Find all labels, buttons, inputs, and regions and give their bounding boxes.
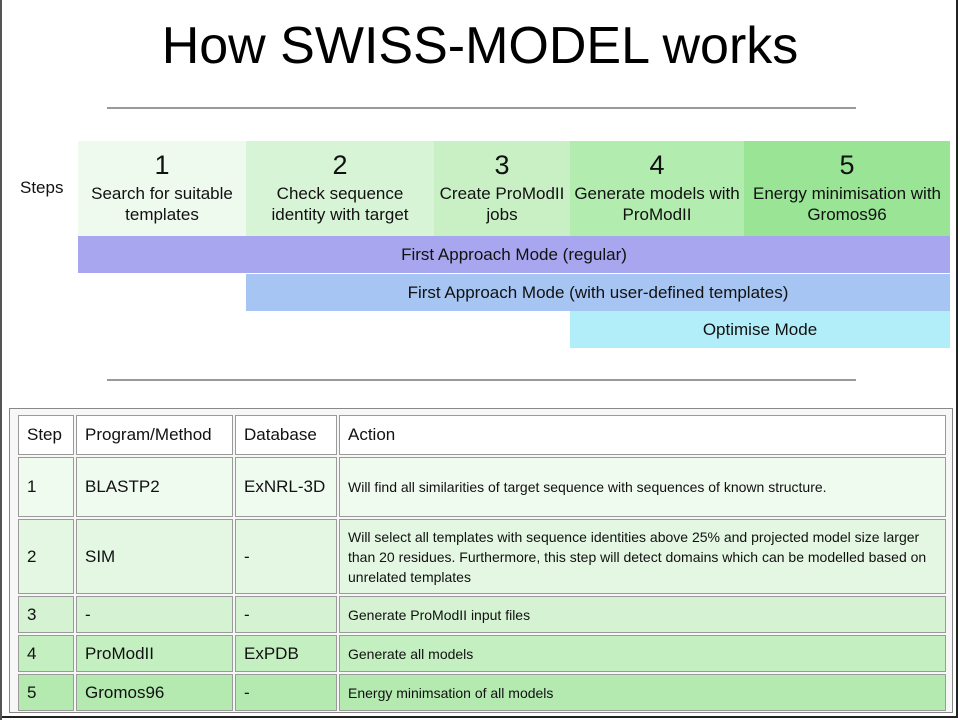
cell-database: ExPDB bbox=[235, 635, 337, 672]
cell-program: BLASTP2 bbox=[76, 457, 233, 517]
steps-label: Steps bbox=[20, 178, 64, 197]
cell-database: - bbox=[235, 596, 337, 633]
step-description: Check sequence identity with target bbox=[271, 184, 409, 224]
slide-left-border bbox=[0, 0, 2, 720]
cell-action: Energy minimsation of all models bbox=[339, 674, 946, 711]
cell-step: 5 bbox=[18, 674, 74, 711]
divider-bottom bbox=[107, 379, 856, 381]
page-title: How SWISS-MODEL works bbox=[161, 17, 799, 75]
divider-top bbox=[107, 107, 856, 109]
cell-action: Generate all models bbox=[339, 635, 946, 672]
table-row: 5 Gromos96 - Energy minimsation of all m… bbox=[18, 674, 946, 711]
cell-program: SIM bbox=[76, 519, 233, 594]
cell-action: Generate ProModII input files bbox=[339, 596, 946, 633]
step-number: 2 bbox=[332, 150, 348, 180]
cell-database: - bbox=[235, 674, 337, 711]
cell-program: ProModII bbox=[76, 635, 233, 672]
table-row: 1 BLASTP2 ExNRL-3D Will find all similar… bbox=[18, 457, 946, 517]
cell-step: 2 bbox=[18, 519, 74, 594]
step-number: 1 bbox=[154, 150, 170, 180]
step-number: 5 bbox=[839, 150, 855, 180]
step-3: 3 Create ProModII jobs bbox=[434, 141, 570, 236]
cell-step: 3 bbox=[18, 596, 74, 633]
step-description: Energy minimisation with Gromos96 bbox=[752, 184, 941, 224]
cell-database: ExNRL-3D bbox=[235, 457, 337, 517]
step-description: Search for suitable templates bbox=[91, 184, 233, 224]
cell-step: 4 bbox=[18, 635, 74, 672]
table-row: 4 ProModII ExPDB Generate all models bbox=[18, 635, 946, 672]
step-description: Create ProModII jobs bbox=[439, 184, 565, 224]
step-description: Generate models with ProModII bbox=[574, 184, 740, 224]
header-program: Program/Method bbox=[76, 415, 233, 455]
step-1: 1 Search for suitable templates bbox=[78, 141, 246, 236]
step-number: 3 bbox=[494, 150, 510, 180]
mode-band-regular: First Approach Mode (regular) bbox=[78, 236, 950, 273]
steps-table-container: Step Program/Method Database Action 1 BL… bbox=[9, 408, 953, 713]
step-4: 4 Generate models with ProModII bbox=[570, 141, 744, 236]
table-header-row: Step Program/Method Database Action bbox=[18, 415, 946, 455]
header-database: Database bbox=[235, 415, 337, 455]
mode-band-user-templates: First Approach Mode (with user-defined t… bbox=[246, 274, 950, 311]
header-step: Step bbox=[18, 415, 74, 455]
table-row: 2 SIM - Will select all templates with s… bbox=[18, 519, 946, 594]
step-number: 4 bbox=[649, 150, 665, 180]
cell-step: 1 bbox=[18, 457, 74, 517]
cell-action: Will select all templates with sequence … bbox=[339, 519, 946, 594]
steps-table: Step Program/Method Database Action 1 BL… bbox=[16, 413, 948, 713]
mode-band-optimise: Optimise Mode bbox=[570, 311, 950, 348]
cell-database: - bbox=[235, 519, 337, 594]
step-2: 2 Check sequence identity with target bbox=[246, 141, 434, 236]
cell-program: - bbox=[76, 596, 233, 633]
step-5: 5 Energy minimisation with Gromos96 bbox=[744, 141, 950, 236]
cell-action: Will find all similarities of target seq… bbox=[339, 457, 946, 517]
cell-program: Gromos96 bbox=[76, 674, 233, 711]
table-row: 3 - - Generate ProModII input files bbox=[18, 596, 946, 633]
header-action: Action bbox=[339, 415, 946, 455]
